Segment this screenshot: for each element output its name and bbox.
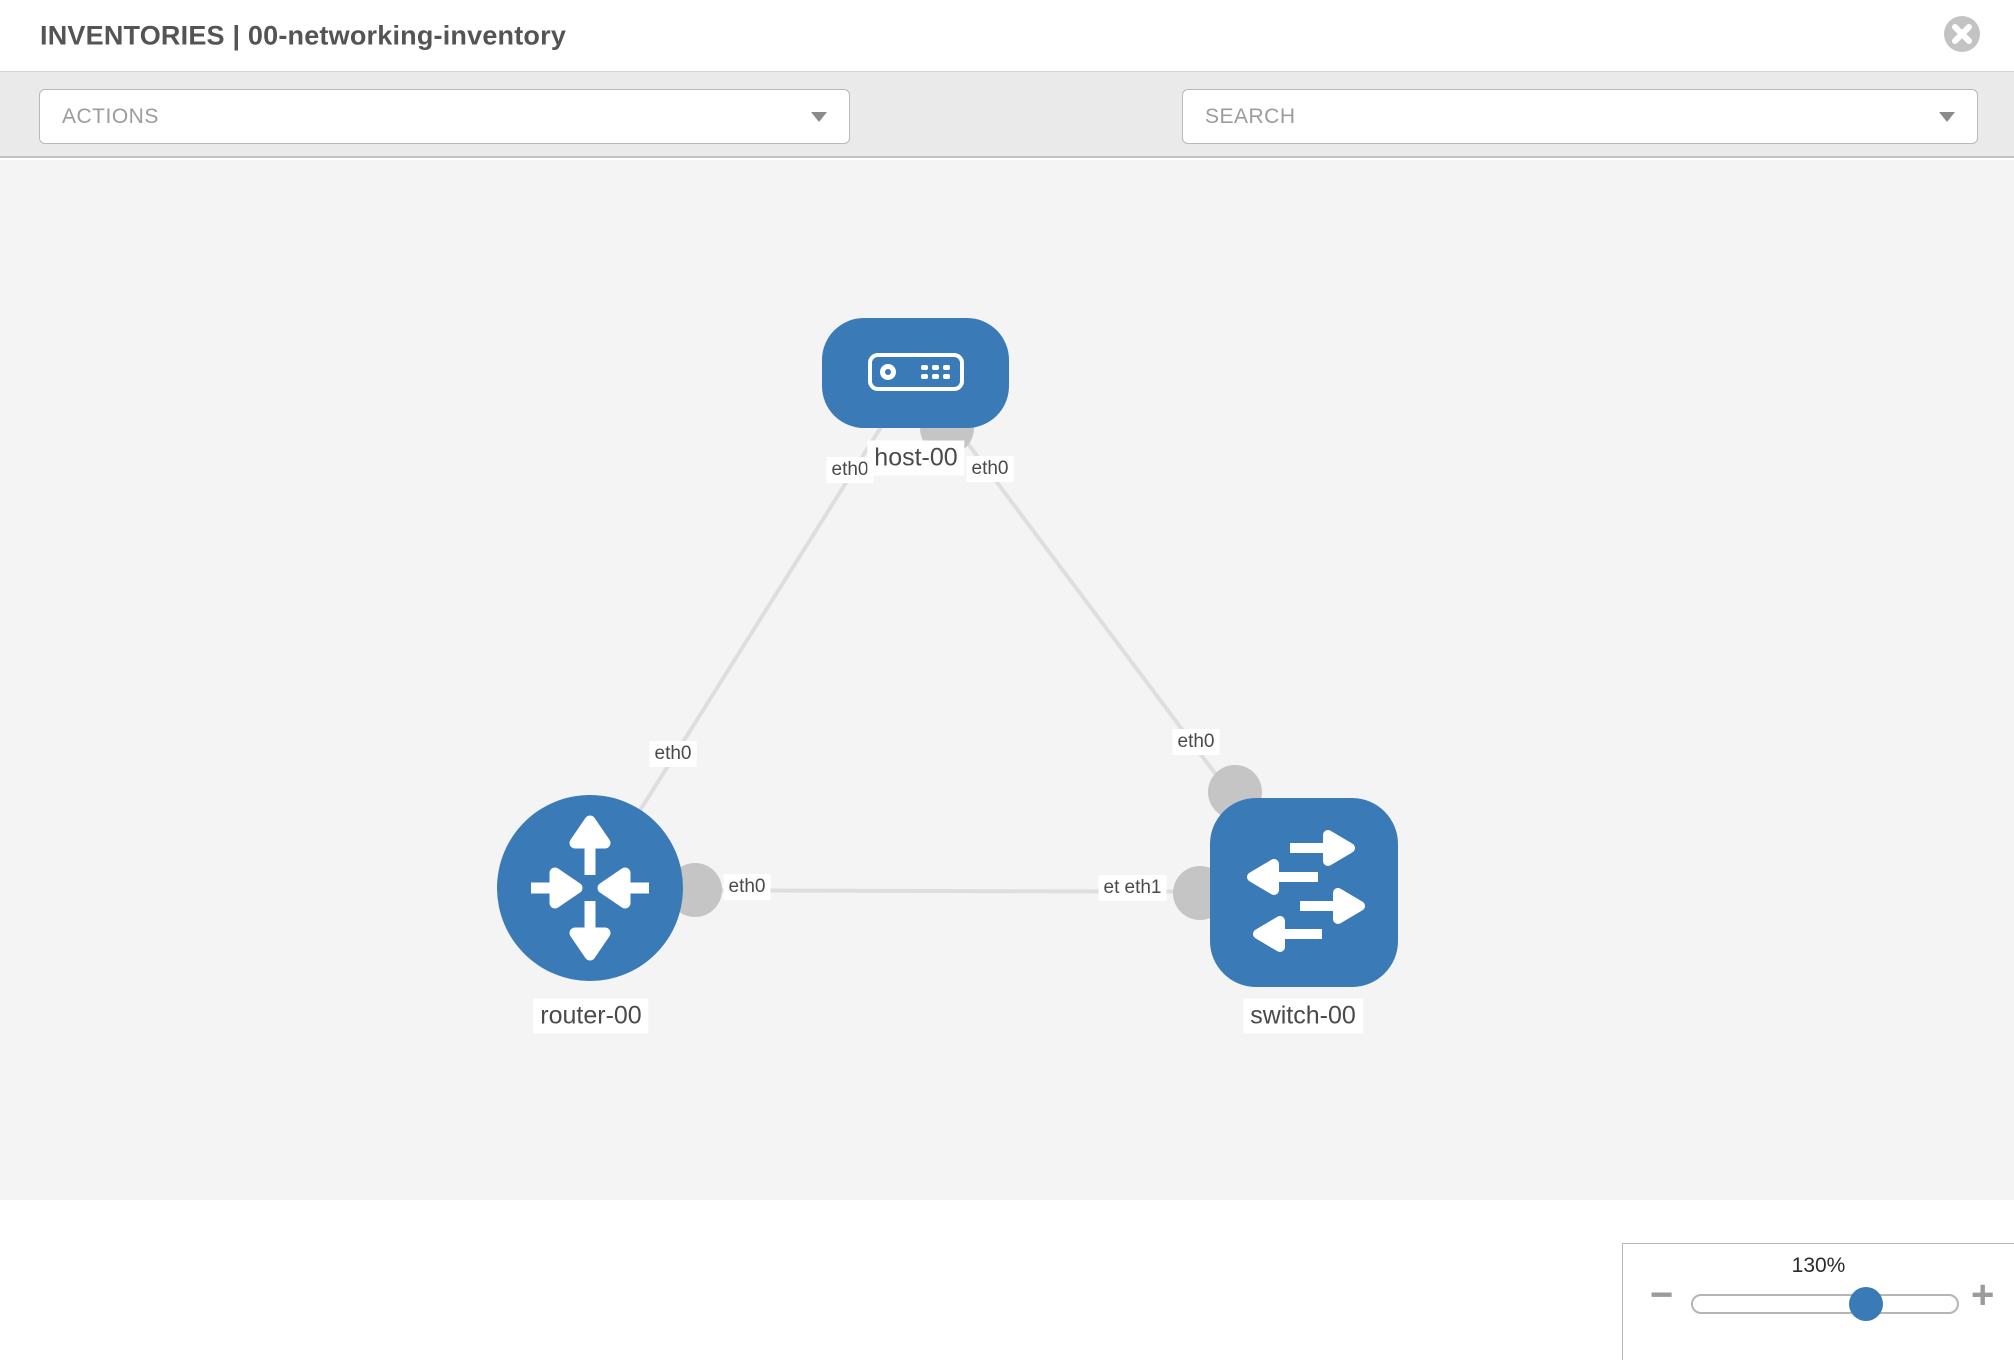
node-label-router[interactable]: router-00 (533, 998, 649, 1034)
zoom-slider-track[interactable] (1691, 1287, 1959, 1321)
interface-label-link-right: eth0 (1172, 729, 1220, 755)
actions-dropdown[interactable]: ACTIONS (39, 89, 850, 144)
zoom-slider-thumb[interactable] (1849, 1287, 1883, 1321)
close-icon[interactable] (1943, 15, 1981, 53)
interface-label-bottom-router: eth0 (723, 874, 771, 900)
zoom-level-value: 130% (1791, 1254, 1846, 1277)
topology-edges (588, 371, 1306, 920)
node-label-host[interactable]: host-00 (867, 440, 965, 476)
interface-label-link-left: eth0 (649, 741, 697, 767)
router-icon (531, 815, 649, 961)
search-input[interactable] (1182, 89, 1978, 144)
node-host-00[interactable] (822, 318, 1009, 428)
node-router-00[interactable] (497, 795, 683, 981)
panel-header: INVENTORIES | 00-networking-inventory (0, 0, 2014, 72)
host-icon (868, 353, 964, 391)
node-label-switch[interactable]: switch-00 (1243, 998, 1363, 1034)
interface-label-bottom-switch-eth1: eth1 (1119, 875, 1167, 901)
interface-label-host-right: eth0 (966, 456, 1014, 482)
node-switch-00[interactable] (1210, 798, 1398, 987)
toolbar: ACTIONS (0, 72, 2014, 222)
interface-label-host-left: eth0 (826, 457, 874, 483)
chevron-down-icon (811, 111, 827, 122)
zoom-out-button[interactable]: − (1650, 1273, 1674, 1317)
topology-canvas[interactable]: host-00 router-00 switch-00 eth0 eth0 et… (0, 160, 2014, 1360)
chevron-down-icon (1939, 111, 1955, 122)
page-title: INVENTORIES | 00-networking-inventory (40, 20, 567, 50)
zoom-in-button[interactable]: + (1971, 1273, 1995, 1317)
actions-dropdown-label: ACTIONS (62, 104, 159, 128)
search-input-field[interactable] (1205, 104, 1927, 129)
zoom-control-panel: 130% − + (1622, 1243, 2014, 1360)
switch-icon (1247, 830, 1365, 952)
